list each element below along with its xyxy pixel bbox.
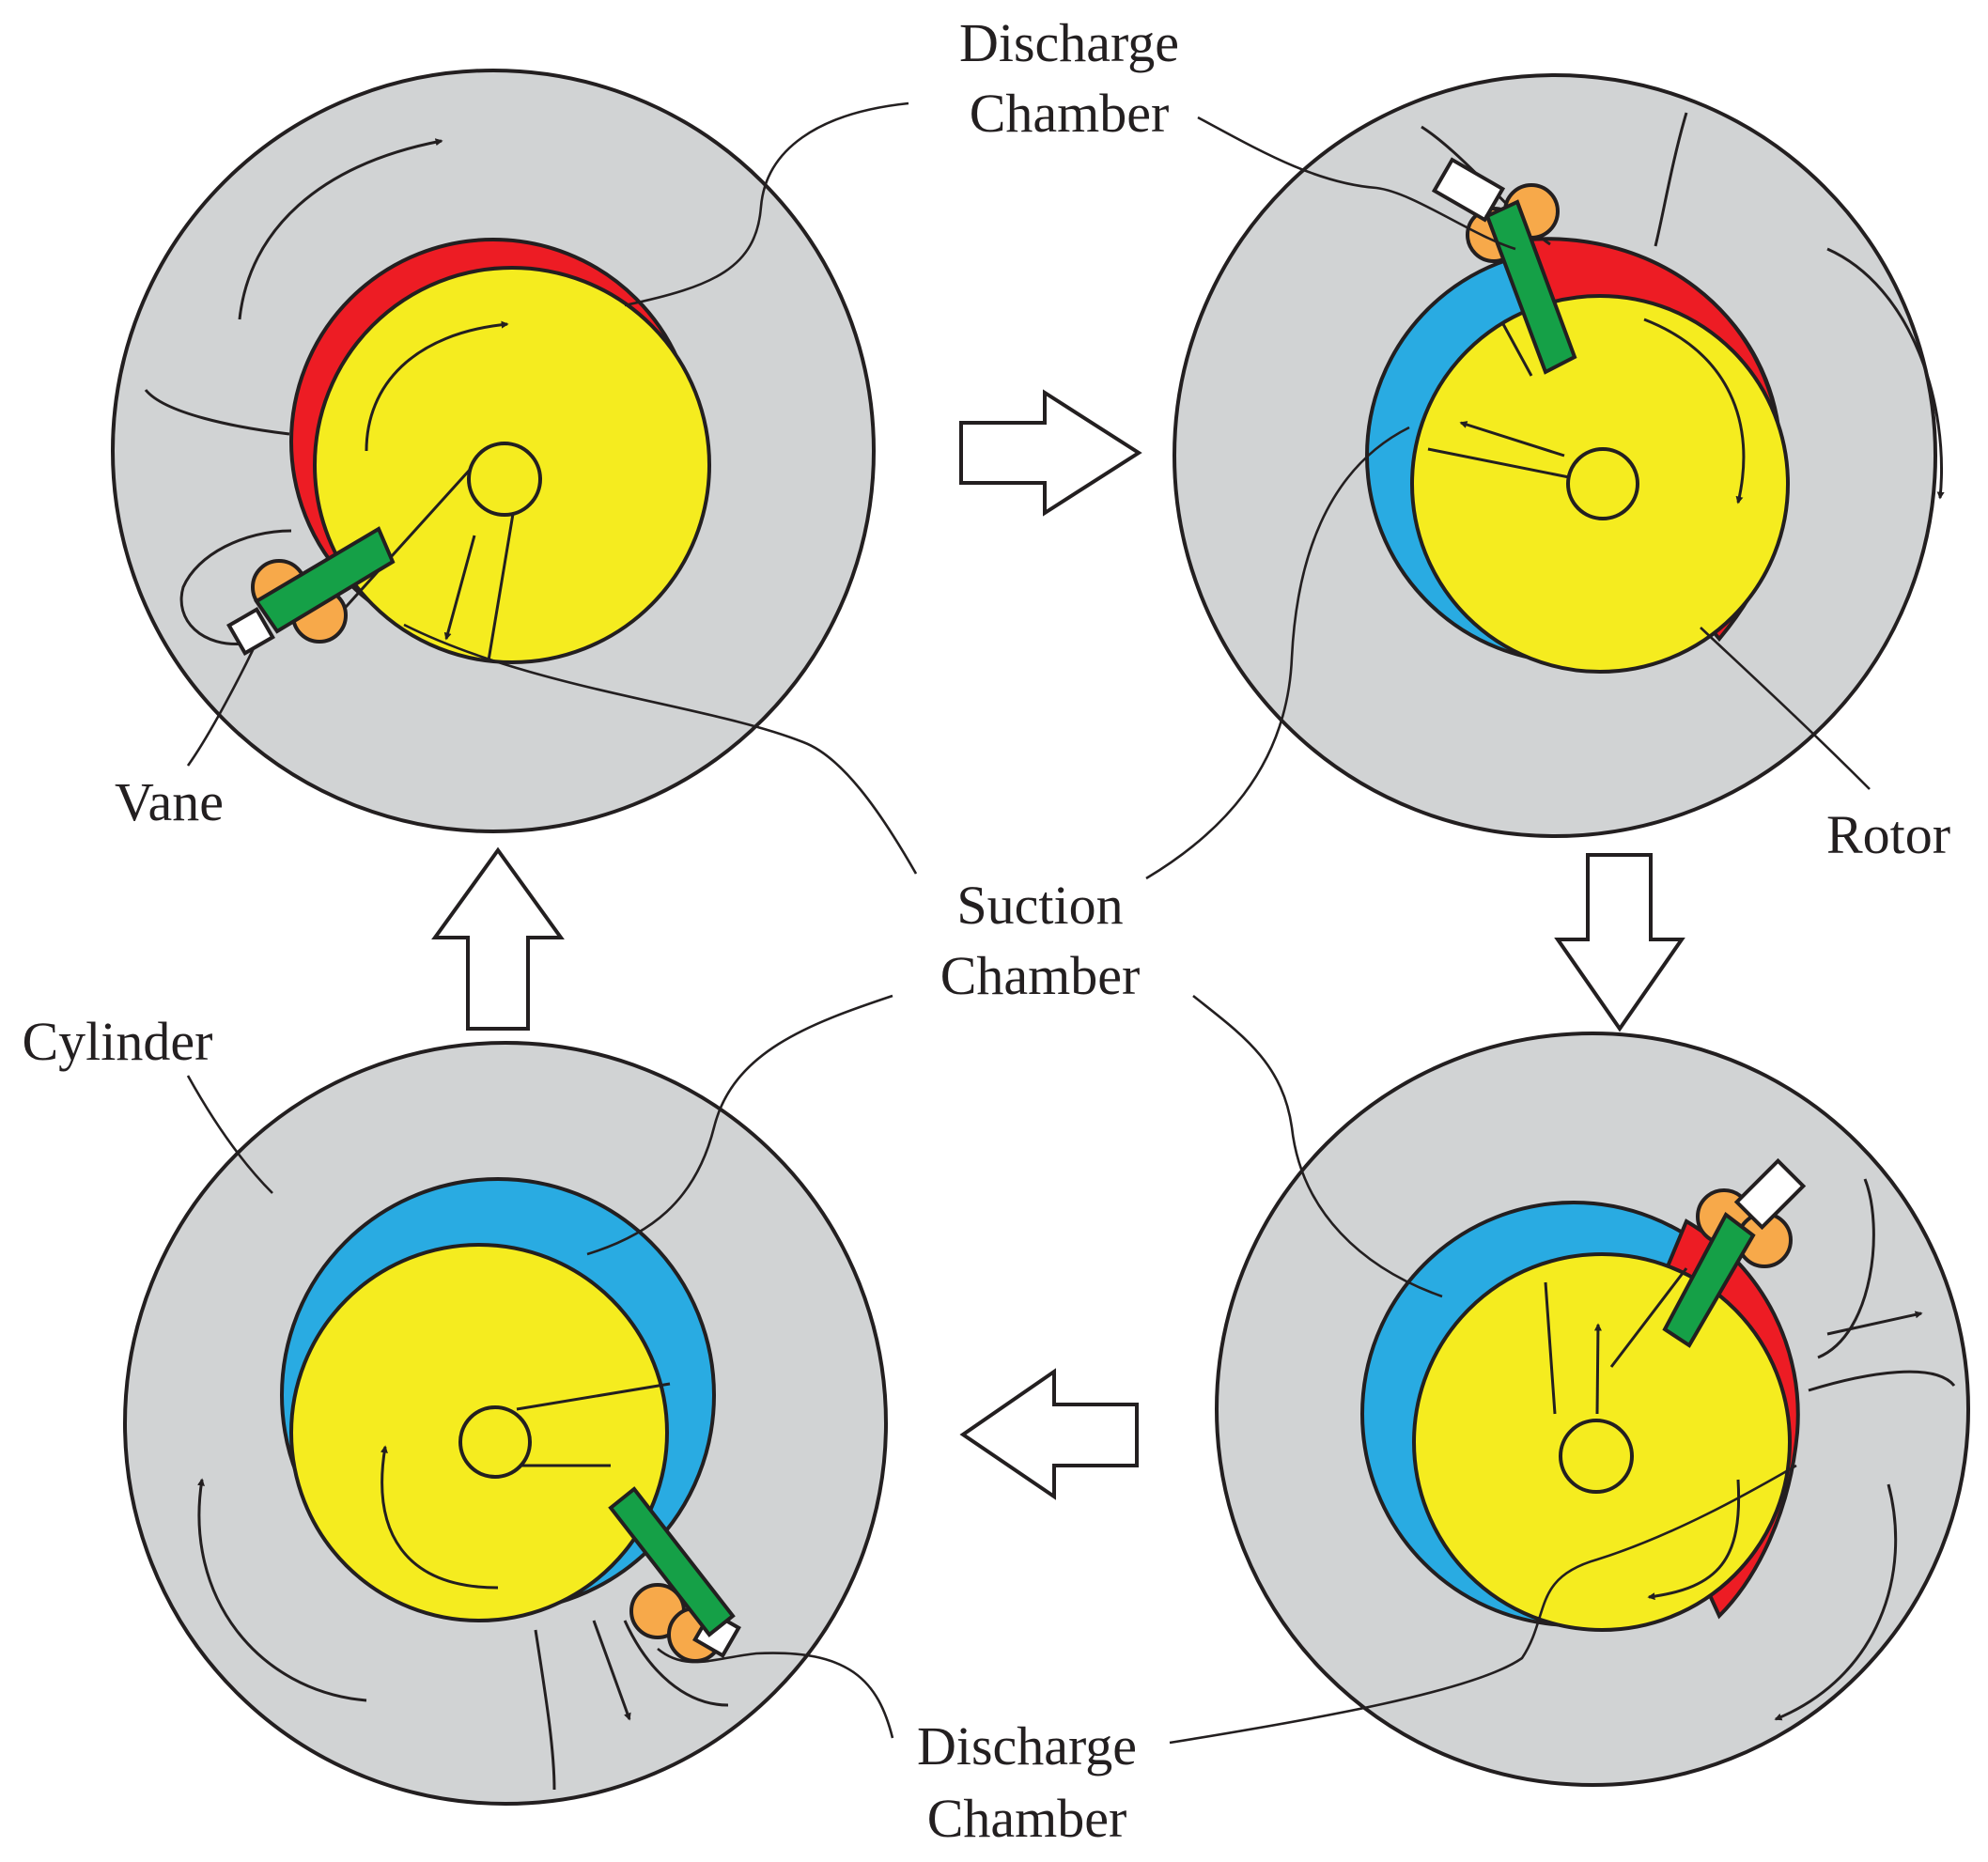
stage-bottom-right [1215, 1032, 1970, 1787]
flow-arrow-left [959, 1368, 1139, 1500]
rotation-arrow-outer [1774, 1483, 1898, 1721]
crank-shaft [1566, 447, 1639, 520]
flow-arrow-down [1554, 853, 1685, 1032]
leader-cylinder [186, 1075, 273, 1194]
rotation-arrow-outer [1826, 247, 1945, 500]
crank-shaft [467, 442, 542, 517]
eccentric-arm [516, 1382, 671, 1467]
discharge-passage-line [179, 529, 292, 646]
rotation-arrow-inner [365, 320, 509, 452]
rotation-arrow-inner [1643, 318, 1746, 504]
vane-tip [1431, 157, 1506, 223]
stage-bottom-left [123, 1041, 888, 1806]
leader-discharge-top-right [1197, 116, 1516, 251]
label-suction-line1: Suction [956, 875, 1123, 936]
stage-top-right [1173, 73, 1945, 838]
rotation-arrow-outer [197, 1478, 367, 1702]
rotation-arrow-outer [238, 138, 443, 320]
vane [1484, 199, 1577, 375]
leader-discharge-bottom-left [657, 1648, 894, 1739]
crank-shaft [458, 1405, 532, 1479]
vane-motion-arrow [1459, 421, 1565, 458]
label-cylinder: Cylinder [23, 1011, 213, 1072]
label-discharge-bottom-line1: Discharge [917, 1715, 1137, 1777]
rotation-arrow-inner [1647, 1479, 1741, 1601]
discharge-passage-line [623, 1620, 729, 1707]
leader-suction-bottom-right [1192, 994, 1443, 1298]
label-suction-line2: Chamber [940, 945, 1141, 1006]
eccentric-arm [336, 468, 517, 661]
eccentric-arm [1427, 323, 1579, 481]
label-discharge-bottom-line2: Chamber [927, 1788, 1127, 1849]
leader-vane [186, 647, 256, 767]
crank-shaft [1559, 1419, 1634, 1494]
discharge-flow-arrow [1826, 1311, 1923, 1336]
discharge-passage-line [1808, 1370, 1956, 1392]
discharge-passage-line [1654, 112, 1688, 247]
label-rotor: Rotor [1826, 804, 1950, 865]
leader-suction-top-right [1145, 426, 1410, 880]
label-discharge-top-line2: Chamber [970, 83, 1170, 144]
eccentric-arm [1544, 1267, 1688, 1415]
vane-tip [1733, 1157, 1807, 1231]
leader-suction-top-left [403, 623, 918, 875]
vane-motion-arrow [443, 535, 476, 641]
leader-suction-bottom-left [586, 994, 893, 1256]
vane [608, 1486, 736, 1637]
vane [254, 526, 396, 634]
leader-discharge-top-left [624, 101, 909, 307]
vane-tip [226, 607, 275, 656]
rotation-arrow-inner [381, 1445, 499, 1590]
flow-arrow-right [959, 389, 1142, 517]
flow-arrow-up [431, 846, 565, 1031]
label-vane: Vane [115, 771, 224, 832]
suction-passage-line [1817, 1178, 1875, 1359]
suction-passage-line [144, 389, 290, 436]
vane [1662, 1211, 1756, 1348]
suction-passage-line [534, 1629, 556, 1791]
vane-motion-arrow [592, 1620, 631, 1721]
stage-top-left [111, 69, 876, 833]
vane-motion-arrow [1593, 1323, 1602, 1415]
leader-rotor [1700, 627, 1871, 790]
label-discharge-top-line1: Discharge [959, 12, 1179, 73]
leader-discharge-bottom-right [1169, 1464, 1797, 1745]
